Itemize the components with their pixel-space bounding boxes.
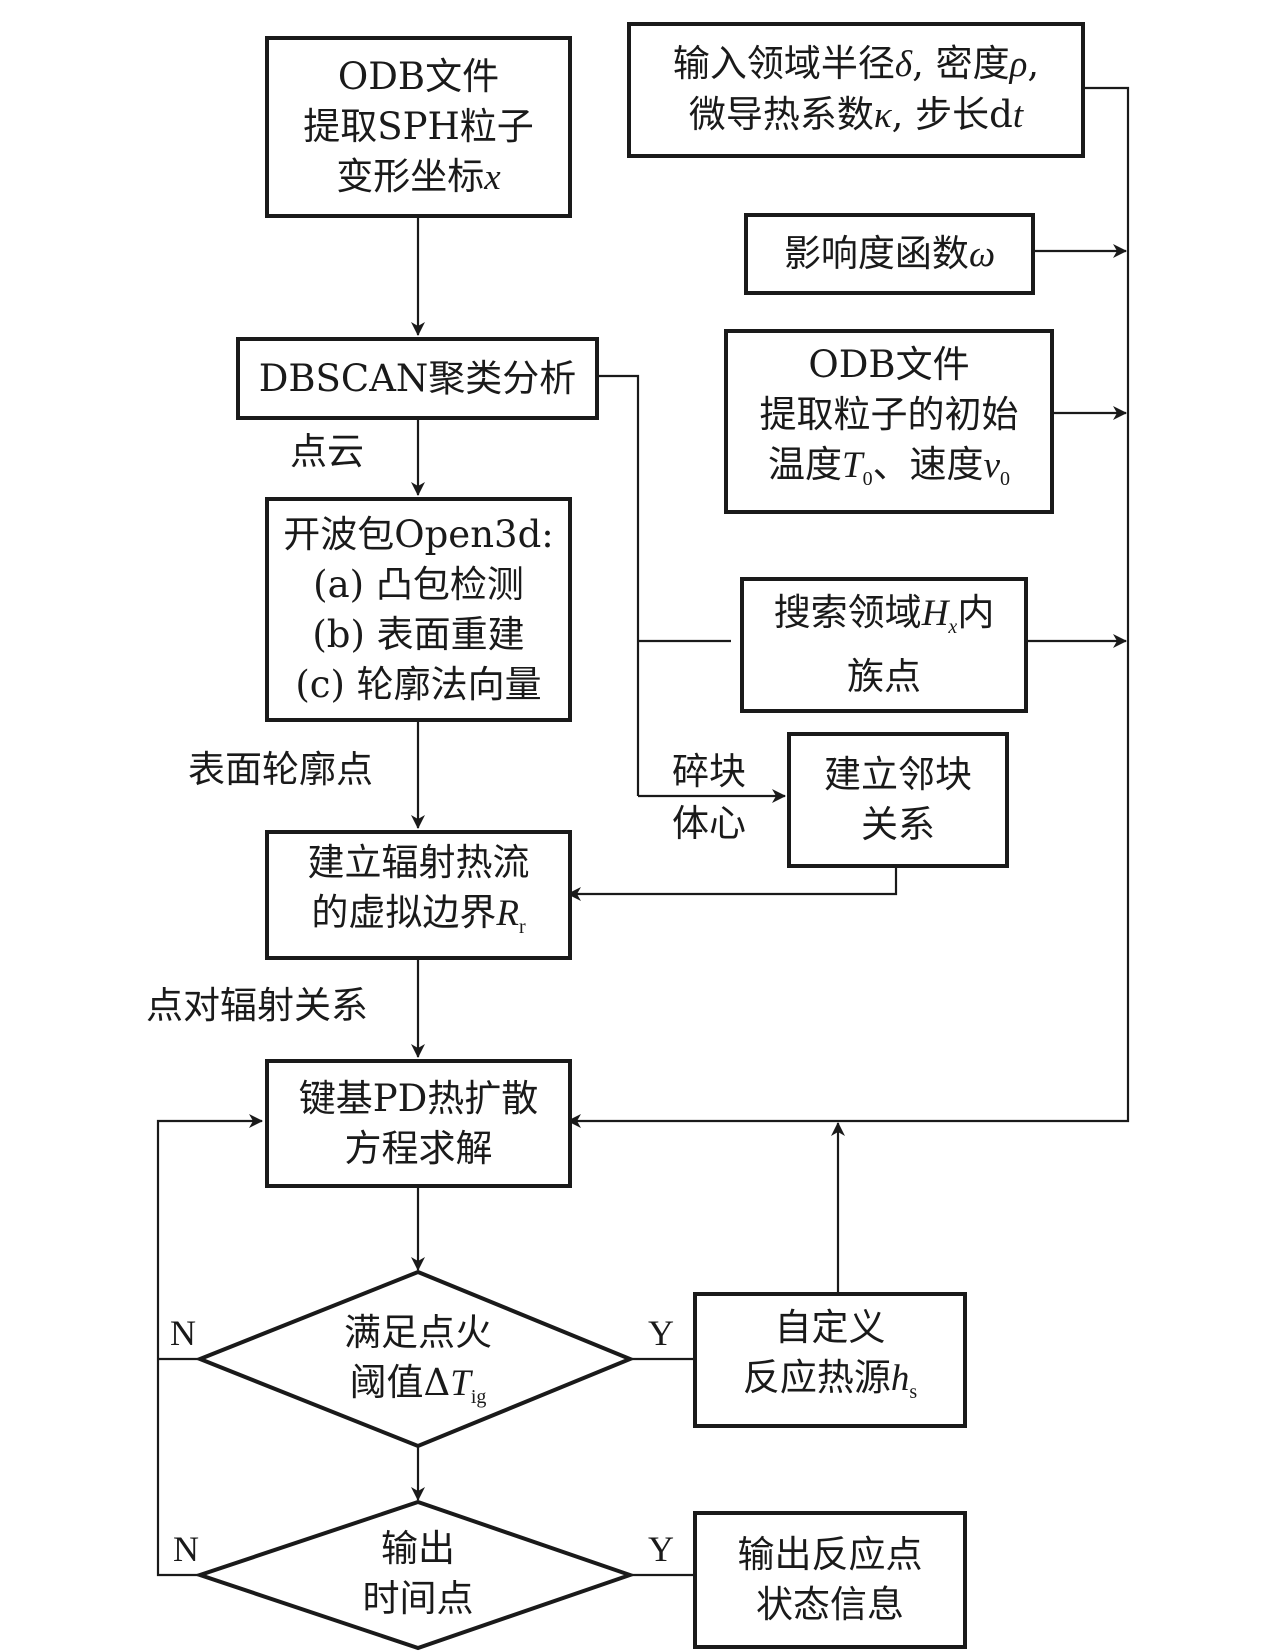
decision-ignition-text: 满足点火 阈值ΔTig xyxy=(300,1308,536,1422)
symbol-t: t xyxy=(1012,95,1024,136)
decision-output-time xyxy=(193,1499,637,1651)
symbol-R: R xyxy=(496,893,519,934)
label-point-cloud: 点云 xyxy=(290,430,364,473)
subscript: 0 xyxy=(1000,467,1010,490)
node-text: 提取SPH粒子 xyxy=(303,104,534,148)
node-input-params: 输入领域半径δ, 密度ρ, 微导热系数κ, 步长dt xyxy=(627,22,1085,158)
label-surface-points: 表面轮廓点 xyxy=(188,748,373,791)
node-text: 变形坐标 xyxy=(336,154,485,198)
symbol-delta: δ xyxy=(894,44,913,85)
node-text: 反应热源 xyxy=(742,1356,891,1399)
edge-inputs-bus xyxy=(567,86,1130,1128)
symbol-v: v xyxy=(983,444,1000,486)
node-text: ODB文件 xyxy=(808,342,970,386)
edge-dbscan-branch xyxy=(599,374,640,796)
node-text: 影响度函数 xyxy=(783,231,969,275)
subscript: ig xyxy=(470,1386,487,1408)
node-text: 满足点火 xyxy=(344,1311,492,1354)
node-pd-solve: 键基PD热扩散 方程求解 xyxy=(265,1059,572,1188)
node-text: 内 xyxy=(957,591,995,634)
decision-output-text: 输出 时间点 xyxy=(300,1524,536,1624)
symbol-h: h xyxy=(890,1358,910,1399)
symbol-T: T xyxy=(450,1363,471,1404)
label-no-output: N xyxy=(173,1529,199,1569)
node-text: 微导热系数 xyxy=(688,93,874,136)
node-text: 族点 xyxy=(847,655,921,698)
node-text: 关系 xyxy=(861,803,935,846)
node-text: 建立辐射热流 xyxy=(307,841,530,884)
node-text: 的虚拟边界 xyxy=(311,891,497,934)
node-text: 输出反应点 xyxy=(737,1533,923,1576)
node-text: 阈值Δ xyxy=(349,1361,451,1404)
node-influence-function: 影响度函数ω xyxy=(744,213,1035,295)
symbol-H: H xyxy=(921,593,949,634)
edge-adjacent-to-radiation xyxy=(567,868,898,901)
edge-loop-no xyxy=(156,1114,263,1577)
label-yes-ignition: Y xyxy=(648,1313,674,1353)
node-heat-source: 自定义 反应热源hs xyxy=(693,1292,967,1428)
node-text: 温度 xyxy=(767,442,842,486)
node-text: (c) 轮廓法向量 xyxy=(295,662,542,706)
label-fragment-centroid-1: 碎块 xyxy=(672,750,746,793)
label-fragment-centroid-2: 体心 xyxy=(672,802,746,845)
subscript: s xyxy=(909,1381,918,1403)
node-text: 、速度 xyxy=(872,442,984,486)
subscript: 0 xyxy=(862,467,873,490)
node-text: 方程求解 xyxy=(344,1126,493,1170)
subscript: x xyxy=(948,616,958,638)
node-text: 状态信息 xyxy=(756,1583,904,1626)
subscript: r xyxy=(518,916,526,938)
node-radiation-boundary: 建立辐射热流 的虚拟边界Rr xyxy=(265,830,572,960)
node-text: 键基PD热扩散 xyxy=(298,1076,539,1120)
symbol-kappa: κ xyxy=(873,95,892,136)
node-text: DBSCAN聚类分析 xyxy=(258,356,577,400)
node-search-neighbors: 搜索领域Hx内 族点 xyxy=(740,577,1028,713)
node-text: 开波包Open3d: xyxy=(283,512,554,556)
symbol-omega: ω xyxy=(968,233,996,275)
node-text: 输入领域半径 xyxy=(672,42,895,85)
node-adjacent-blocks: 建立邻块 关系 xyxy=(787,732,1009,868)
node-text: 输出 xyxy=(381,1527,455,1570)
node-text: 时间点 xyxy=(362,1577,474,1620)
decision-ignition xyxy=(194,1269,636,1449)
node-text: 提取粒子的初始 xyxy=(759,392,1019,436)
node-text: 建立邻块 xyxy=(824,753,972,796)
node-text: 搜索领域 xyxy=(773,591,922,634)
node-text: (a) 凸包检测 xyxy=(313,562,524,606)
node-output-state: 输出反应点 状态信息 xyxy=(693,1511,967,1649)
node-odb-deformation: ODB文件 提取SPH粒子 变形坐标x xyxy=(265,36,572,218)
node-open3d: 开波包Open3d: (a) 凸包检测 (b) 表面重建 (c) 轮廓法向量 xyxy=(265,497,572,722)
node-text: ODB文件 xyxy=(337,54,500,98)
label-no-ignition: N xyxy=(170,1313,196,1353)
label-point-radiation: 点对辐射关系 xyxy=(146,984,368,1027)
node-dbscan: DBSCAN聚类分析 xyxy=(236,337,599,420)
node-text: (b) 表面重建 xyxy=(312,612,525,656)
symbol-rho: ρ xyxy=(1009,44,1028,85)
symbol-T: T xyxy=(841,444,863,486)
label-yes-output: Y xyxy=(648,1529,674,1569)
node-text: , 步长d xyxy=(891,93,1013,136)
node-odb-initial: ODB文件 提取粒子的初始 温度T0、速度v0 xyxy=(724,329,1054,514)
node-text: 自定义 xyxy=(774,1306,886,1349)
node-text: , 密度 xyxy=(912,42,1010,85)
symbol-x: x xyxy=(484,156,501,198)
node-text: , xyxy=(1027,42,1040,85)
